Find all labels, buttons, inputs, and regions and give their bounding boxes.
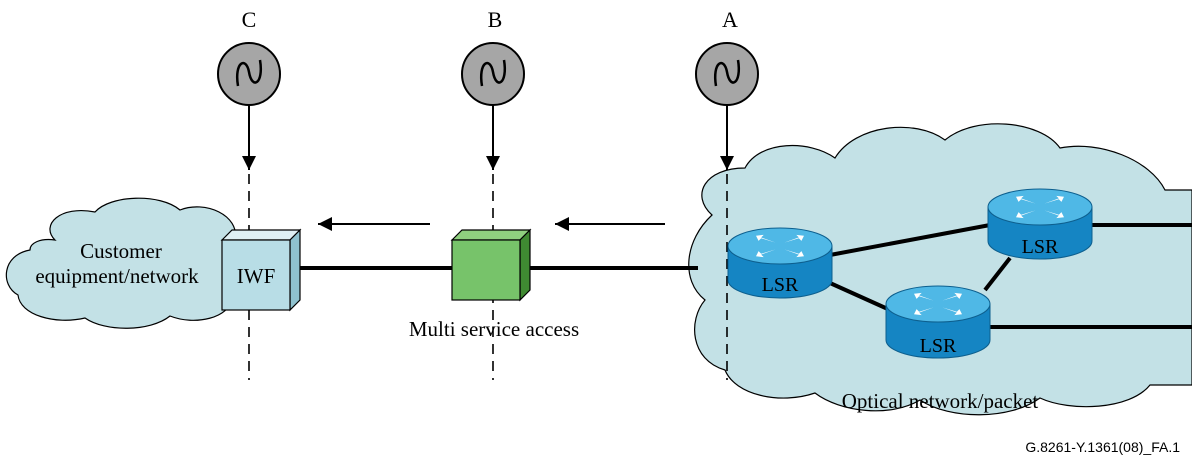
- router-left: LSR: [727, 227, 833, 299]
- router-links: [829, 223, 1192, 329]
- clock-source-a: A: [695, 7, 759, 170]
- router-bottom: LSR: [885, 285, 991, 359]
- msa-label: Multi service access: [409, 317, 579, 341]
- customer-label-line1: Customer: [80, 239, 162, 263]
- iwf-box: IWF: [220, 228, 302, 312]
- clock-source-c: C: [217, 7, 281, 170]
- clock-label-b: B: [488, 7, 503, 32]
- router-top-right-label: LSR: [1022, 236, 1059, 258]
- customer-label-line2: equipment/network: [35, 264, 199, 288]
- figure-id: G.8261-Y.1361(08)_FA.1: [1025, 439, 1180, 455]
- iwf-label: IWF: [237, 264, 276, 288]
- router-top-right: LSR: [987, 188, 1093, 260]
- customer-network-cloud: [5, 197, 254, 329]
- clock-label-a: A: [722, 7, 738, 32]
- clock-label-c: C: [242, 7, 257, 32]
- router-bottom-label: LSR: [920, 335, 957, 357]
- router-left-label: LSR: [762, 274, 799, 296]
- multi-service-access-box: [450, 228, 532, 302]
- optical-network-label: Optical network/packet: [842, 389, 1039, 413]
- clock-source-b: B: [461, 7, 525, 170]
